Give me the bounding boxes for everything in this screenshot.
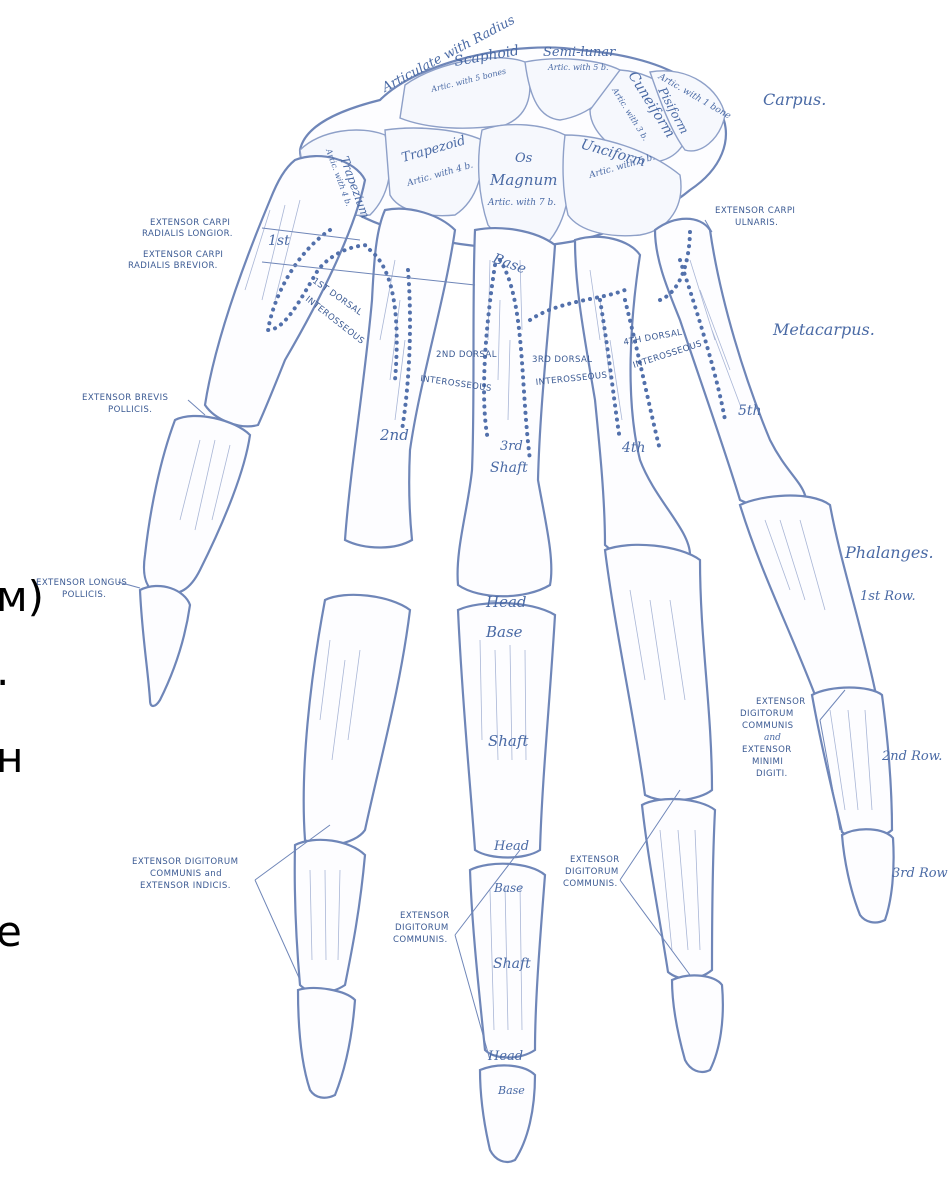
head-1-label: Head xyxy=(485,593,527,611)
semilunar-label: Semi-lunar xyxy=(543,45,616,60)
edc-little-label-5: EXTENSOR xyxy=(742,745,792,755)
little-distal-phalanx xyxy=(842,829,894,922)
edc-little-label-7: DIGITI. xyxy=(756,769,788,779)
edc-index-label-2: COMMUNIS and xyxy=(150,869,222,879)
middle-proximal-phalanx xyxy=(458,603,555,857)
edc-index-label-1: EXTENSOR DIGITORUM xyxy=(132,857,238,867)
ecrl-label-1: EXTENSOR CARPI xyxy=(150,218,230,228)
ring-middle-phalanx xyxy=(642,799,715,979)
first-row-label: 1st Row. xyxy=(860,589,916,604)
thumb-distal-phalanx xyxy=(140,586,190,706)
epl-label-1: EXTENSOR LONGUS xyxy=(36,578,127,588)
edc-little-label-6: MINIMI xyxy=(752,757,783,767)
ecrl-label-2: RADIALIS LONGIOR. xyxy=(142,229,233,239)
ecrb-label-2: RADIALIS BREVIOR. xyxy=(128,261,218,271)
base-2-label: Base xyxy=(493,881,523,895)
phalanges-label: Phalanges. xyxy=(844,543,934,562)
third-dorsal-label: 3RD DORSAL xyxy=(532,355,592,365)
edc-little-label-4: and xyxy=(764,733,781,743)
edc-ring-label-3: COMMUNIS. xyxy=(563,879,618,889)
carpus-label: Carpus. xyxy=(763,90,826,109)
edc-index-label-3: EXTENSOR INDICIS. xyxy=(140,881,231,891)
fifth-metacarpal-label: 5th xyxy=(738,403,762,419)
shaft-1-label: Shaft xyxy=(488,732,529,750)
head-3-label: Head xyxy=(487,1049,523,1064)
third-metacarpal xyxy=(458,228,555,596)
edc-ring-label-1: EXTENSOR xyxy=(570,855,620,865)
edc-middle-label-2: DIGITORUM xyxy=(395,923,449,933)
little-proximal-phalanx xyxy=(740,496,875,702)
epb-label-1: EXTENSOR BREVIS xyxy=(82,393,168,403)
second-dorsal-label: 2ND DORSAL xyxy=(436,350,497,360)
semilunar-artic-label: Artic. with 5 b. xyxy=(547,63,609,72)
second-row-label: 2nd Row. xyxy=(881,749,942,764)
middle-distal-phalanx xyxy=(480,1065,535,1162)
third-row-label: 3rd Row xyxy=(892,866,948,881)
little-middle-phalanx xyxy=(812,688,892,839)
shaft-2-label: Shaft xyxy=(493,956,531,972)
base-1-label: Base xyxy=(485,623,523,641)
second-metacarpal-label: 2nd xyxy=(379,426,409,444)
edc-middle-label-1: EXTENSOR xyxy=(400,911,450,921)
epl-label-2: POLLICIS. xyxy=(62,590,106,600)
third-shaft-label: Shaft xyxy=(490,460,528,476)
index-distal-phalanx xyxy=(298,988,355,1098)
os-magnum-label-2: Magnum xyxy=(489,171,557,189)
index-proximal-phalanx xyxy=(304,595,410,845)
base-3-label: Base xyxy=(497,1084,525,1097)
fourth-metacarpal-label: 4th xyxy=(621,440,646,456)
first-interosseous-label: INTEROSSEOUS xyxy=(303,294,366,346)
head-2-label: Head xyxy=(493,839,529,854)
index-middle-phalanx xyxy=(295,840,365,993)
metacarpus-label: Metacarpus. xyxy=(772,320,875,339)
ecu-label-1: EXTENSOR CARPI xyxy=(715,206,795,216)
ecu-label-2: ULNARIS. xyxy=(735,218,778,228)
edc-little-label-2: DIGITORUM xyxy=(740,709,794,719)
thumb-metacarpal-label: 1st xyxy=(268,233,290,249)
os-magnum-artic-label: Artic. with 7 b. xyxy=(487,198,556,208)
edc-ring-label-2: DIGITORUM xyxy=(565,867,619,877)
ring-distal-phalanx xyxy=(672,975,723,1072)
edc-little-label-3: COMMUNIS xyxy=(742,721,794,731)
os-magnum-label-1: Os xyxy=(515,151,533,166)
third-metacarpal-label: 3rd xyxy=(500,439,523,454)
edc-middle-label-3: COMMUNIS. xyxy=(393,935,448,945)
thumb-proximal-phalanx xyxy=(144,416,250,595)
fifth-metacarpal xyxy=(655,219,805,507)
edc-little-label-1: EXTENSOR xyxy=(756,697,806,707)
epb-label-2: POLLICIS. xyxy=(108,405,152,415)
ring-proximal-phalanx xyxy=(605,545,712,801)
ecrb-label-1: EXTENSOR CARPI xyxy=(143,250,223,260)
